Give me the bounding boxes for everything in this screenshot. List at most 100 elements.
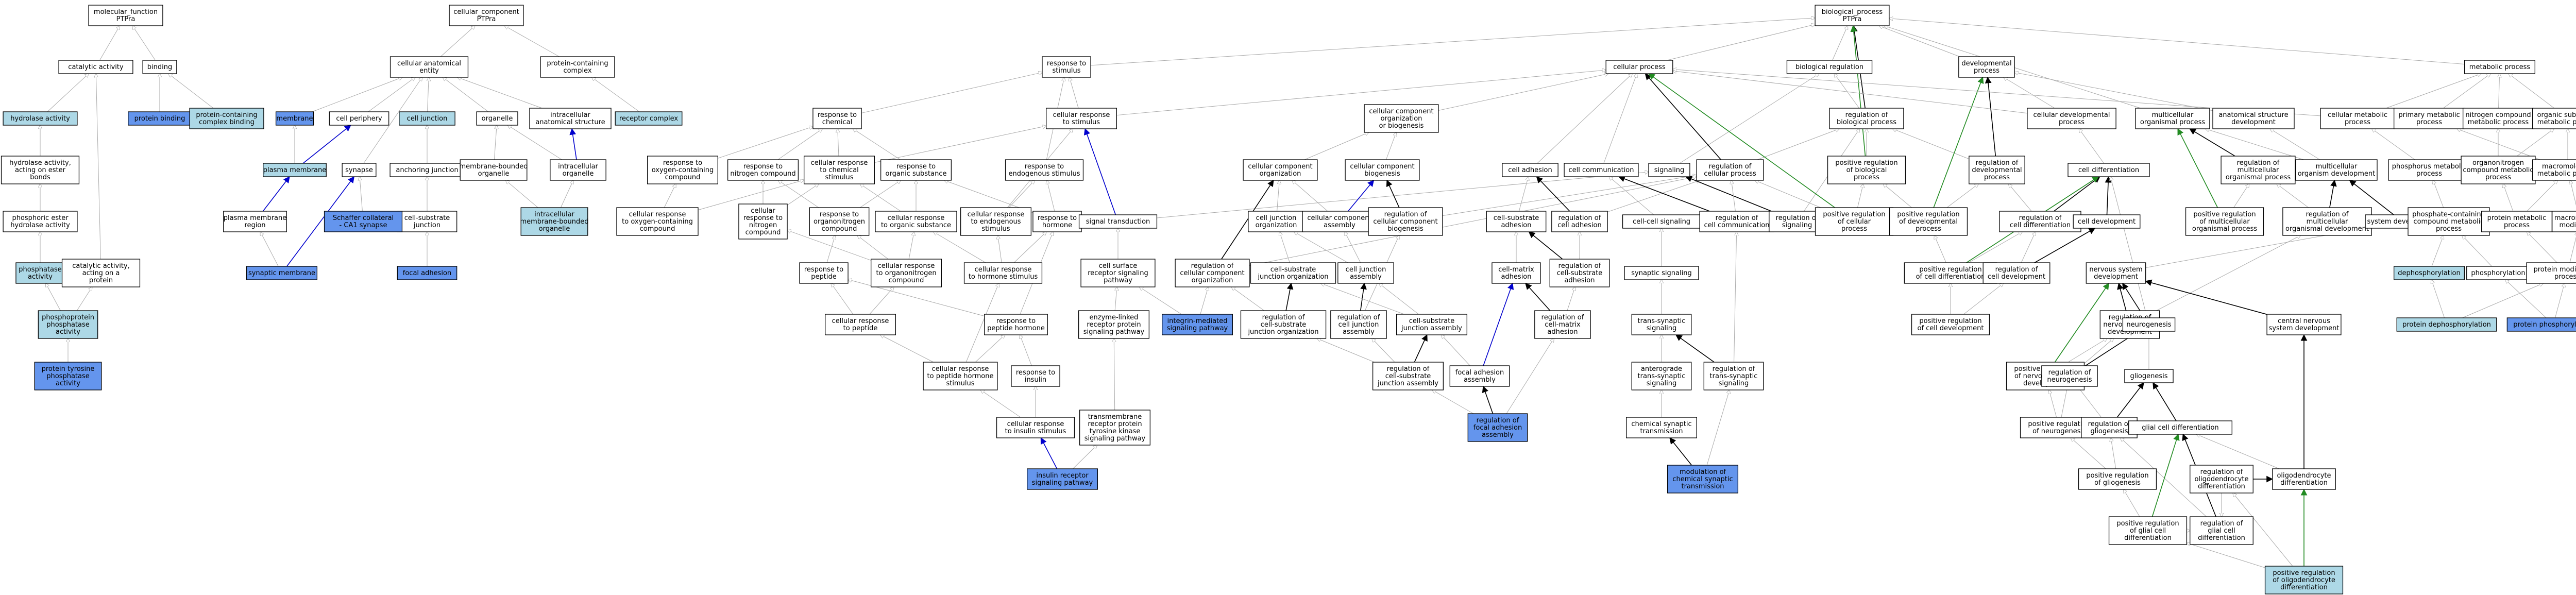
node-label: endogenous stimulus xyxy=(1008,170,1080,178)
node-box xyxy=(88,5,163,26)
edge-is-a xyxy=(859,180,901,208)
node-box xyxy=(2506,317,2576,332)
node-label: regulation of xyxy=(1477,417,1519,424)
node-box xyxy=(1080,259,1156,287)
node-label: cell adhesion xyxy=(1508,166,1552,174)
node-label: signaling pathway xyxy=(1084,435,1146,443)
node-label: response to xyxy=(818,111,857,119)
edge-is-a xyxy=(2233,493,2293,567)
go-term-node-organelle: organelle xyxy=(476,111,518,126)
go-term-node-protein-phos: protein phosphorylation xyxy=(2506,317,2576,332)
node-box xyxy=(2041,365,2098,387)
node-label: gliogenesis xyxy=(2130,372,2167,380)
node-label: synapse xyxy=(345,166,373,174)
node-label: cellular component xyxy=(1350,163,1414,171)
node-box xyxy=(1631,314,1692,335)
go-term-node-binding: binding xyxy=(142,60,177,74)
node-label: protein xyxy=(89,277,113,284)
node-label: cellular developmental xyxy=(2033,111,2110,119)
edge-is-a xyxy=(826,235,835,263)
node-label: intracellular xyxy=(558,163,598,171)
node-box xyxy=(1551,211,1608,232)
node-label: regulation of xyxy=(2019,214,2062,222)
node-box xyxy=(1250,262,1336,284)
node-label: regulation of xyxy=(1976,159,2019,167)
node-label: organonitrogen xyxy=(2472,159,2524,167)
node-label: organonitrogen xyxy=(814,218,865,226)
node-label: focal adhesion xyxy=(1473,424,1522,432)
edge-regulates xyxy=(1669,437,1692,466)
node-label: process xyxy=(1984,174,2010,181)
node-box xyxy=(142,60,177,74)
edge-is-a xyxy=(1603,74,1637,164)
node-label: integrin-mediated xyxy=(1167,317,1228,325)
node-box xyxy=(1005,159,1084,181)
node-label: phosphorylation xyxy=(2471,269,2525,277)
node-label: transmission xyxy=(1640,428,1683,435)
node-label: stimulus xyxy=(981,225,1010,233)
node-label: bonds xyxy=(30,174,50,181)
edge-has-part xyxy=(302,125,351,164)
node-label: regulation of xyxy=(2048,369,2091,377)
edge-is-a xyxy=(908,232,914,260)
edge-is-a xyxy=(2071,438,2106,469)
node-box xyxy=(1302,211,1377,232)
edge-is-a xyxy=(1879,26,1960,57)
node-label: insulin receptor xyxy=(1036,472,1089,480)
node-label: junction xyxy=(413,222,440,229)
node-label: intracellular xyxy=(550,111,590,119)
node-label: compound xyxy=(889,277,924,284)
node-box xyxy=(2408,207,2490,236)
node-label: complex binding xyxy=(199,118,255,126)
node-label: binding xyxy=(147,63,172,71)
node-label: cell communication xyxy=(1704,222,1769,229)
go-term-node-cell-comm: cell communication xyxy=(1564,163,1639,177)
node-label: to oxygen-containing xyxy=(622,218,693,226)
node-label: positive regulation xyxy=(1835,159,1897,167)
edge-regulates xyxy=(1618,176,1710,212)
edge-has-part xyxy=(569,128,577,160)
node-label: enzyme-linked xyxy=(1090,314,1139,321)
node-label: glial cell xyxy=(2208,527,2235,535)
node-label: compound metabolic xyxy=(2463,166,2533,174)
node-label: process xyxy=(1841,225,1867,233)
node-box xyxy=(329,111,389,126)
node-label: cellular component xyxy=(1180,269,1244,277)
node-label: signaling pathway xyxy=(1032,479,1093,487)
node-label: signaling xyxy=(1782,222,1812,229)
node-label: of gliogenesis xyxy=(2094,479,2141,487)
node-box xyxy=(2264,566,2344,594)
node-label: of biological xyxy=(1846,166,1887,174)
node-label: cellular response xyxy=(1053,111,1110,119)
node-label: peptide hormone xyxy=(987,325,1045,332)
node-label: neurogenesis xyxy=(2126,321,2171,329)
edge-is-a xyxy=(1304,132,1369,160)
node-label: complex xyxy=(563,67,591,75)
node-label: adhesion xyxy=(1501,222,1531,229)
node-label: cell periphery xyxy=(336,115,382,123)
node-box xyxy=(61,259,141,287)
node-label: phosphatase xyxy=(46,372,90,380)
edge-layer xyxy=(40,18,2576,568)
node-label: membrane-bounded xyxy=(520,218,588,226)
edge-regulates xyxy=(1285,282,1294,311)
go-term-node-protbinding: protein binding xyxy=(128,111,192,126)
node-label: signal transduction xyxy=(1086,218,1150,226)
node-label: receptor protein xyxy=(1088,420,1142,428)
node-label: differentiation xyxy=(2198,534,2245,542)
edge-is-a xyxy=(1345,232,1361,263)
edge-is-a xyxy=(2233,184,2249,208)
node-box xyxy=(389,163,465,177)
go-term-node-organic-metab: organic substancemetabolic process xyxy=(2532,108,2576,129)
